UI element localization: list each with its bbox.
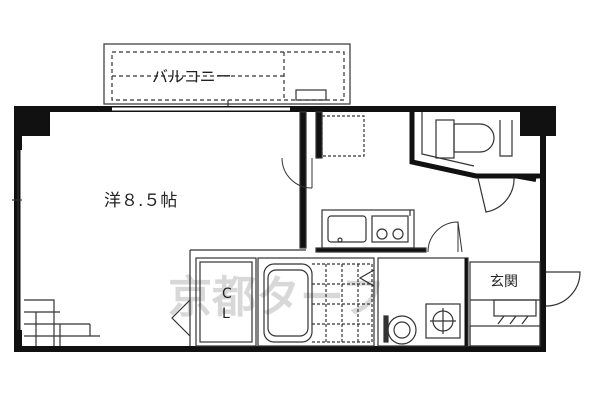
bathroom bbox=[257, 257, 375, 347]
watermark-text: 京都ターフ bbox=[168, 272, 385, 323]
kitchen bbox=[315, 111, 427, 253]
western-room bbox=[12, 107, 307, 346]
western-room-label: 洋８.５帖 bbox=[104, 191, 177, 211]
entrance-label: 玄関 bbox=[490, 273, 518, 290]
washroom bbox=[377, 257, 469, 347]
closet-label-l: L bbox=[222, 306, 230, 322]
toilet bbox=[409, 112, 540, 213]
corridor-door bbox=[427, 221, 463, 253]
entrance bbox=[469, 261, 581, 347]
closet bbox=[171, 257, 257, 347]
room-door bbox=[281, 157, 313, 189]
closet-label-c: C bbox=[222, 286, 232, 302]
balcony bbox=[103, 43, 351, 112]
balcony-label: バルコニー bbox=[152, 67, 232, 86]
